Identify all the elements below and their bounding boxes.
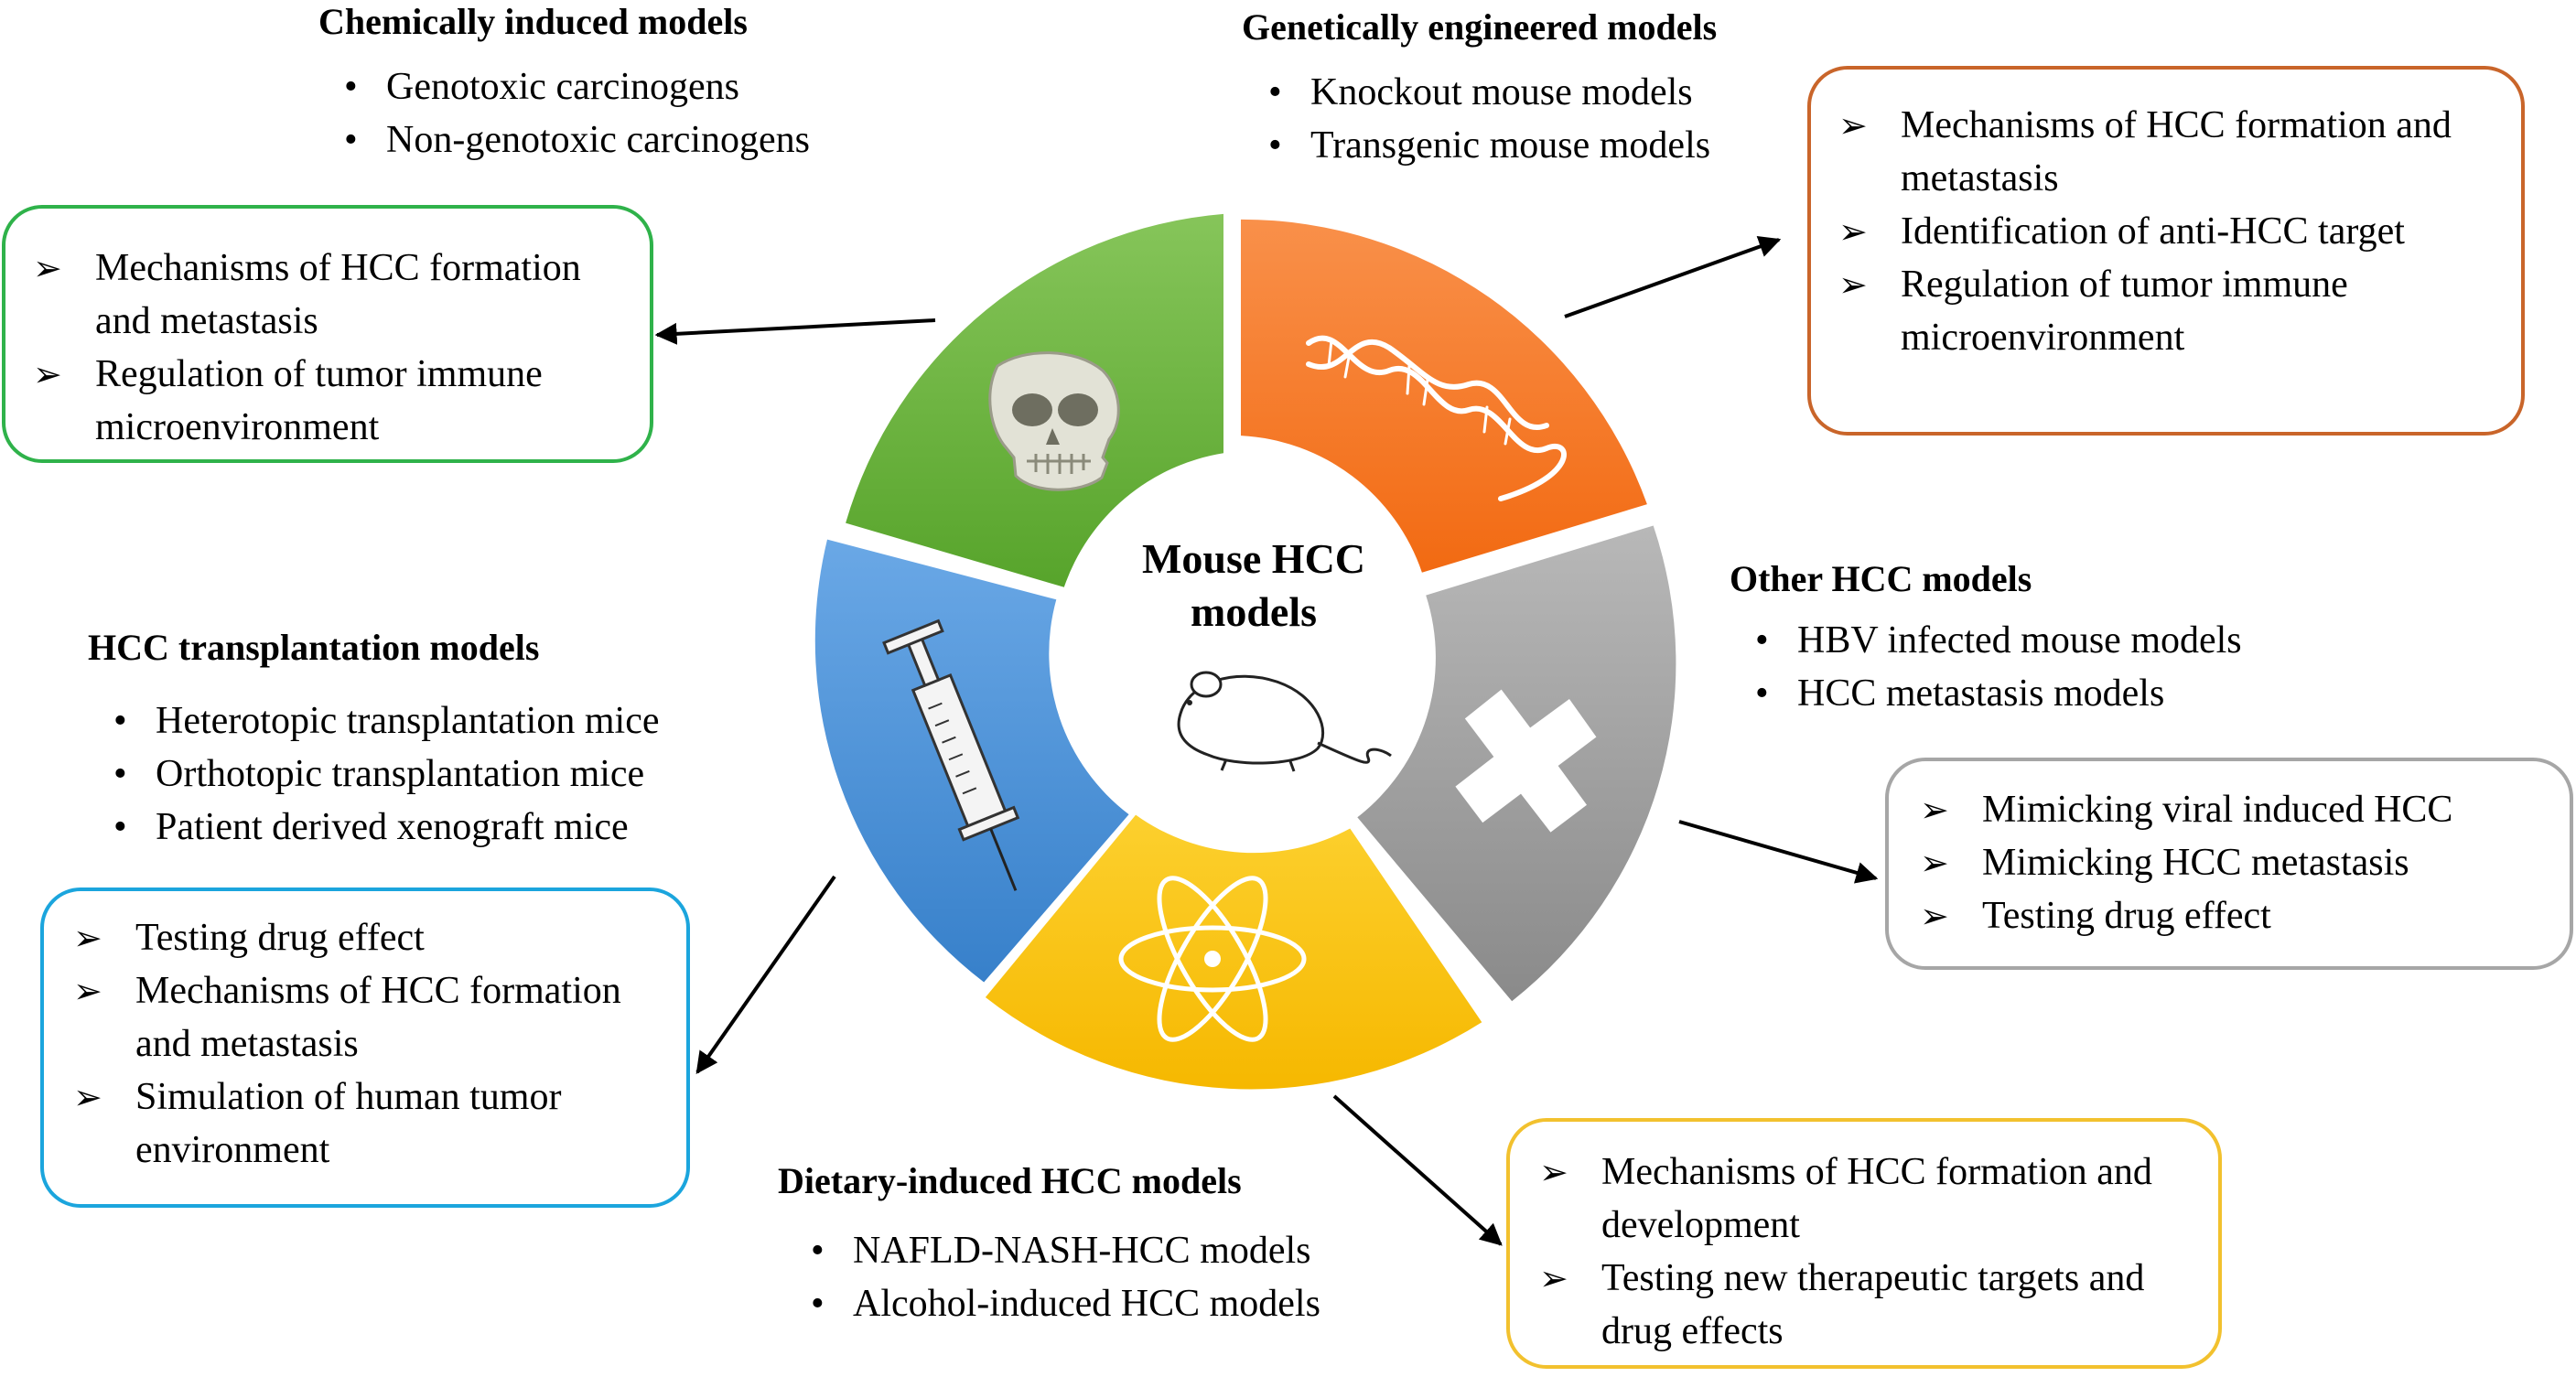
list-item: HBV infected mouse models xyxy=(1750,614,2242,667)
list-item: NAFLD-NASH-HCC models xyxy=(805,1224,1320,1277)
arrow-dietary xyxy=(1332,1094,1503,1246)
arrow-genetic xyxy=(1564,236,1782,318)
list-genetic: Knockout mouse models Transgenic mouse m… xyxy=(1263,66,1710,172)
list-item: Mechanisms of HCC formation and metastas… xyxy=(62,964,668,1070)
atom-icon xyxy=(1118,876,1307,1042)
list-item: Testing drug effect xyxy=(62,911,668,964)
list-item: Non-genotoxic carcinogens xyxy=(339,113,810,167)
skull-icon xyxy=(988,351,1120,491)
list-item: Mechanisms of HCC formation and metastas… xyxy=(1827,99,2495,205)
dna-icon xyxy=(1306,335,1567,501)
list-item: Simulation of human tumor environment xyxy=(62,1070,668,1177)
list-item: Knockout mouse models xyxy=(1263,66,1710,119)
sector-genetic xyxy=(1241,219,1647,573)
heading-other: Other HCC models xyxy=(1730,558,2032,599)
list-dietary: NAFLD-NASH-HCC models Alcohol-induced HC… xyxy=(805,1224,1320,1330)
heading-transplant: HCC transplantation models xyxy=(88,627,540,668)
list-item: Testing new therapeutic targets and drug… xyxy=(1528,1252,2198,1358)
list-chemical: Genotoxic carcinogens Non-genotoxic carc… xyxy=(339,60,810,167)
applications-box-dietary: Mechanisms of HCC formation and developm… xyxy=(1506,1118,2222,1369)
arrow-transplant xyxy=(695,875,836,1074)
list-item: Patient derived xenograft mice xyxy=(108,801,659,854)
list-item: Orthotopic transplantation mice xyxy=(108,748,659,801)
list-other: HBV infected mouse models HCC metastasis… xyxy=(1750,614,2242,720)
list-item: Mechanisms of HCC formation and developm… xyxy=(1528,1146,2198,1252)
list-item: Heterotopic transplantation mice xyxy=(108,694,659,748)
sector-dietary xyxy=(985,814,1482,1090)
arrow-chemical xyxy=(654,318,936,345)
applications-box-genetic: Mechanisms of HCC formation and metastas… xyxy=(1807,66,2525,436)
heading-dietary: Dietary-induced HCC models xyxy=(778,1160,1242,1201)
cross-icon xyxy=(1455,689,1597,833)
list-item: Mimicking viral induced HCC xyxy=(1909,783,2551,836)
list-item: Regulation of tumor immune microenvironm… xyxy=(22,348,624,454)
applications-box-other: Mimicking viral induced HCC Mimicking HC… xyxy=(1885,758,2573,970)
applications-box-transplant: Testing drug effect Mechanisms of HCC fo… xyxy=(40,888,690,1208)
list-item: HCC metastasis models xyxy=(1750,667,2242,720)
list-transplant: Heterotopic transplantation mice Orthoto… xyxy=(108,694,659,854)
arrow-other xyxy=(1678,820,1879,884)
mouse-icon xyxy=(1177,671,1392,772)
list-item: Alcohol-induced HCC models xyxy=(805,1277,1320,1330)
heading-chemical: Chemically induced models xyxy=(318,1,748,42)
list-item: Genotoxic carcinogens xyxy=(339,60,810,113)
syringe-icon xyxy=(882,619,1020,891)
list-item: Identification of anti-HCC target xyxy=(1827,205,2495,258)
list-item: Regulation of tumor immune microenvironm… xyxy=(1827,258,2495,364)
list-item: Mechanisms of HCC formation and metastas… xyxy=(22,242,624,348)
applications-box-chemical: Mechanisms of HCC formation and metastas… xyxy=(2,205,653,463)
list-item: Testing drug effect xyxy=(1909,889,2551,942)
heading-genetic: Genetically engineered models xyxy=(1242,6,1718,48)
list-item: Mimicking HCC metastasis xyxy=(1909,836,2551,889)
center-label: Mouse HCC models xyxy=(1141,535,1366,635)
list-item: Transgenic mouse models xyxy=(1263,119,1710,172)
